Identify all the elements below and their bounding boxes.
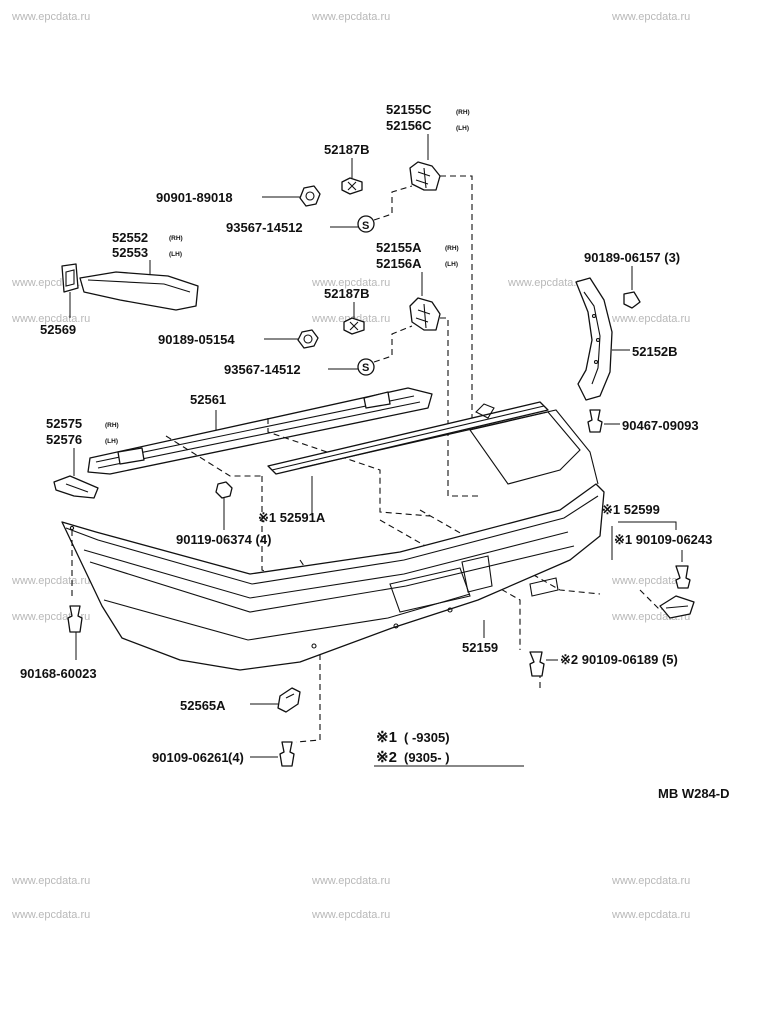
legend: ※1 ( -9305) ※2 (9305- ) <box>374 729 524 767</box>
grommet-90189-06157-icon <box>623 291 641 309</box>
label-52156a: 52156A <box>376 256 422 271</box>
retainer-52155c-group: 52155C (RH) 52156C (LH) <box>386 102 470 191</box>
watermark-text: www.epcdata.ru <box>611 313 690 325</box>
label-52576: 52576 <box>46 432 82 447</box>
label-90109-06243: ※1 90109-06243 <box>614 532 712 547</box>
label-52156c: 52156C <box>386 118 432 133</box>
bolt-90109-06243-icon <box>675 565 691 589</box>
bracket-52599-group: ※1 52599 ※1 90109-06243 <box>602 502 712 619</box>
legend-row1-mark: ※1 <box>376 729 397 746</box>
label-52552: 52552 <box>112 230 148 245</box>
label-52187b-mid: 52187B <box>324 286 370 301</box>
bolt-90109-06261-group: 90109-06261 (4) <box>152 741 295 767</box>
diagram-code: MB W284-D <box>658 786 730 801</box>
legend-row2-mark: ※2 <box>376 749 397 766</box>
label-52561: 52561 <box>190 392 226 407</box>
label-52159: 52159 <box>462 640 498 655</box>
watermark-text: www.epcdata.ru <box>611 575 690 587</box>
watermark-text: www.epcdata.ru <box>11 909 90 921</box>
grommet-90901-icon <box>299 185 321 207</box>
bolt-90168-icon <box>67 605 83 633</box>
guide-line <box>440 317 480 497</box>
s-mark-top-text: S <box>362 220 369 232</box>
label-52553-side: (LH) <box>169 251 182 258</box>
legend-row2-text: (9305- ) <box>404 750 450 765</box>
label-52155c-side: (RH) <box>456 109 470 116</box>
label-52187b-top: 52187B <box>324 142 370 157</box>
screw-90119-icon <box>215 481 233 499</box>
label-90168-60023: 90168-60023 <box>20 666 97 681</box>
rail-group: ※1 52591A <box>258 401 549 525</box>
bolt-90109-06261-icon <box>279 741 295 767</box>
label-52155a-side: (RH) <box>445 245 459 252</box>
label-52569: 52569 <box>40 322 76 337</box>
side-bracket-52152b-icon <box>575 277 613 401</box>
label-52155a: 52155A <box>376 240 422 255</box>
label-90901-89018: 90901-89018 <box>156 190 233 205</box>
label-52565a: 52565A <box>180 698 226 713</box>
bracket-52575-icon <box>53 475 99 499</box>
watermark-text: www.epcdata.ru <box>507 277 586 289</box>
bumper-cover-group: 52159 <box>61 403 605 671</box>
watermark-text: www.epcdata.ru <box>611 875 690 887</box>
watermark-text: www.epcdata.ru <box>311 875 390 887</box>
watermark-text: www.epcdata.ru <box>11 875 90 887</box>
clip-group-top: 52187B 90901-89018 93567-14512 S <box>156 142 413 235</box>
plate-52569-icon <box>61 263 79 293</box>
extension-52552-icon <box>79 271 199 311</box>
bolt-90109-06189-group: ※2 90109-06189 (5) <box>529 651 678 677</box>
label-93567-top: 93567-14512 <box>226 220 303 235</box>
s-mark-mid-icon <box>357 358 375 376</box>
watermark-text: www.epcdata.ru <box>11 11 90 23</box>
label-52553: 52553 <box>112 245 148 260</box>
screw-90119-group: 90119-06374 (4) <box>176 481 271 547</box>
guide-line <box>440 175 473 420</box>
bolt-90168-group: 90168-60023 <box>20 530 97 681</box>
label-52156c-side: (LH) <box>456 125 469 132</box>
label-52599: ※1 52599 <box>602 502 660 517</box>
label-52152b: 52152B <box>632 344 678 359</box>
watermark-text: www.epcdata.ru <box>611 909 690 921</box>
clip-90467-icon <box>587 409 603 433</box>
watermark-text: www.epcdata.ru <box>611 11 690 23</box>
label-52591a: ※1 52591A <box>258 510 326 525</box>
legend-row1-text: ( -9305) <box>404 730 450 745</box>
label-90119-06374: 90119-06374 (4) <box>176 532 271 547</box>
label-52575-side: (RH) <box>105 422 119 429</box>
bracket-52565a-icon <box>277 687 301 713</box>
label-90109-06261: 90109-06261 <box>152 750 229 765</box>
s-mark-mid-text: S <box>362 362 369 374</box>
watermark-text: www.epcdata.ru <box>311 11 390 23</box>
bolt-90109-06189-icon <box>529 651 545 677</box>
watermark-text: www.epcdata.ru <box>311 909 390 921</box>
retainer-52155a-group: 52155A (RH) 52156A (LH) <box>376 240 480 497</box>
label-90189-06157: 90189-06157 (3) <box>584 250 680 265</box>
side-bracket-group: 90189-06157 (3) 52152B 90467-09093 <box>575 250 699 433</box>
watermark-text: www.epcdata.ru <box>11 575 90 587</box>
label-52552-side: (RH) <box>169 235 183 242</box>
bracket-52565a-group: 52565A <box>180 687 301 713</box>
grommet-90189-icon <box>297 329 319 349</box>
label-52155c: 52155C <box>386 102 432 117</box>
label-52156a-side: (LH) <box>445 261 458 268</box>
reinforcement-group: 52561 <box>87 387 433 475</box>
clip-group-mid: 52187B 90189-05154 93567-14512 S <box>158 286 413 377</box>
guide-line <box>295 559 321 743</box>
label-90109-06261-qty: (4) <box>228 750 244 765</box>
label-90189-05154: 90189-05154 <box>158 332 235 347</box>
watermark-text: www.epcdata.ru <box>311 277 390 289</box>
cover-52552-group: 52552 (RH) 52553 (LH) 52569 <box>40 230 199 337</box>
guide-line <box>165 435 262 477</box>
label-52575: 52575 <box>46 416 82 431</box>
bumper-cover-52159-icon <box>61 483 605 671</box>
bracket-52575-group: 52575 (RH) 52576 (LH) <box>46 416 119 499</box>
guide-line <box>267 418 431 517</box>
label-90109-06189: ※2 90109-06189 (5) <box>560 652 678 667</box>
label-93567-mid: 93567-14512 <box>224 362 301 377</box>
s-mark-top-icon <box>357 215 375 233</box>
label-52576-side: (LH) <box>105 438 118 445</box>
label-90467-09093: 90467-09093 <box>622 418 699 433</box>
